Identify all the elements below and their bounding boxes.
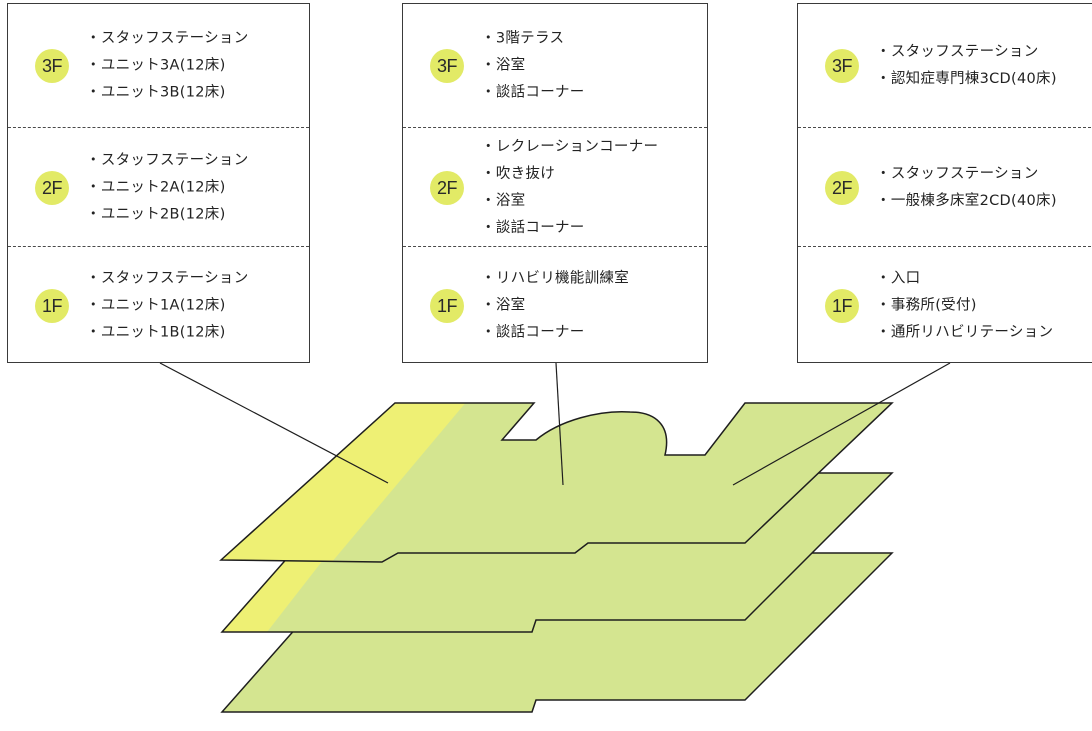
info-panel-left: 3F スタッフステーション ユニット3A(12床) ユニット3B(12床) 2F… [7,3,310,363]
room-item: ユニット2B(12床) [86,201,249,228]
floor-badge: 1F [825,289,859,323]
room-item: ユニット2A(12床) [86,174,249,201]
room-item: 吹き抜け [481,161,658,188]
floor-section-3f: 3F スタッフステーション 認知症専門棟3CD(40床) [798,4,1092,127]
floor-badge: 2F [430,170,464,205]
room-list: スタッフステーション ユニット1A(12床) ユニット1B(12床) [86,266,249,347]
floor-section-1f: 1F スタッフステーション ユニット1A(12床) ユニット1B(12床) [8,246,309,365]
floor-section-1f: 1F リハビリ機能訓練室 浴室 談話コーナー [403,246,707,365]
room-item: 談話コーナー [481,215,658,242]
room-list: レクレーションコーナー 吹き抜け 浴室 談話コーナー [481,134,658,242]
room-item: 一般棟多床室2CD(40床) [876,188,1057,215]
room-item: スタッフステーション [876,161,1057,188]
room-item: リハビリ機能訓練室 [481,266,629,293]
room-item: ユニット3B(12床) [86,79,249,106]
room-list: スタッフステーション 認知症専門棟3CD(40床) [876,39,1057,93]
floor-section-3f: 3F スタッフステーション ユニット3A(12床) ユニット3B(12床) [8,4,309,127]
room-item: 談話コーナー [481,320,629,347]
floor-section-2f: 2F スタッフステーション ユニット2A(12床) ユニット2B(12床) [8,127,309,247]
floor-badge: 3F [825,48,859,83]
room-item: 浴室 [481,188,658,215]
floor-badge: 2F [825,170,859,205]
floor-section-2f: 2F スタッフステーション 一般棟多床室2CD(40床) [798,127,1092,247]
leader-line-right [732,362,951,486]
floor-badge: 1F [430,289,464,323]
room-item: ユニット1A(12床) [86,293,249,320]
room-item: 談話コーナー [481,79,585,106]
room-item: レクレーションコーナー [481,134,658,161]
room-item: ユニット1B(12床) [86,320,249,347]
room-item: 事務所(受付) [876,293,1053,320]
floor-section-3f: 3F 3階テラス 浴室 談話コーナー [403,4,707,127]
leader-line-center [555,362,564,486]
floor-badge: 3F [35,48,69,83]
room-item: スタッフステーション [86,266,249,293]
room-item: 認知症専門棟3CD(40床) [876,66,1057,93]
info-panel-center: 3F 3階テラス 浴室 談話コーナー 2F レクレーションコーナー 吹き抜け 浴… [402,3,708,363]
room-list: スタッフステーション ユニット3A(12床) ユニット3B(12床) [86,25,249,106]
floor-section-2f: 2F レクレーションコーナー 吹き抜け 浴室 談話コーナー [403,127,707,247]
room-list: スタッフステーション ユニット2A(12床) ユニット2B(12床) [86,147,249,228]
room-item: 3階テラス [481,25,585,52]
room-list: 3階テラス 浴室 談話コーナー [481,25,585,106]
leader-line-left [159,362,389,484]
room-item: スタッフステーション [876,39,1057,66]
room-item: ユニット3A(12床) [86,52,249,79]
info-panel-right: 3F スタッフステーション 認知症専門棟3CD(40床) 2F スタッフステーシ… [797,3,1092,363]
room-list: リハビリ機能訓練室 浴室 談話コーナー [481,266,629,347]
floor-section-1f: 1F 入口 事務所(受付) 通所リハビリテーション [798,246,1092,365]
room-list: 入口 事務所(受付) 通所リハビリテーション [876,266,1053,347]
room-item: 浴室 [481,52,585,79]
room-item: 浴室 [481,293,629,320]
floor-badge: 2F [35,170,69,205]
floor-badge: 1F [35,289,69,323]
room-item: 入口 [876,266,1053,293]
room-item: スタッフステーション [86,25,249,52]
room-item: スタッフステーション [86,147,249,174]
room-item: 通所リハビリテーション [876,320,1053,347]
room-list: スタッフステーション 一般棟多床室2CD(40床) [876,161,1057,215]
floor-badge: 3F [430,48,464,83]
